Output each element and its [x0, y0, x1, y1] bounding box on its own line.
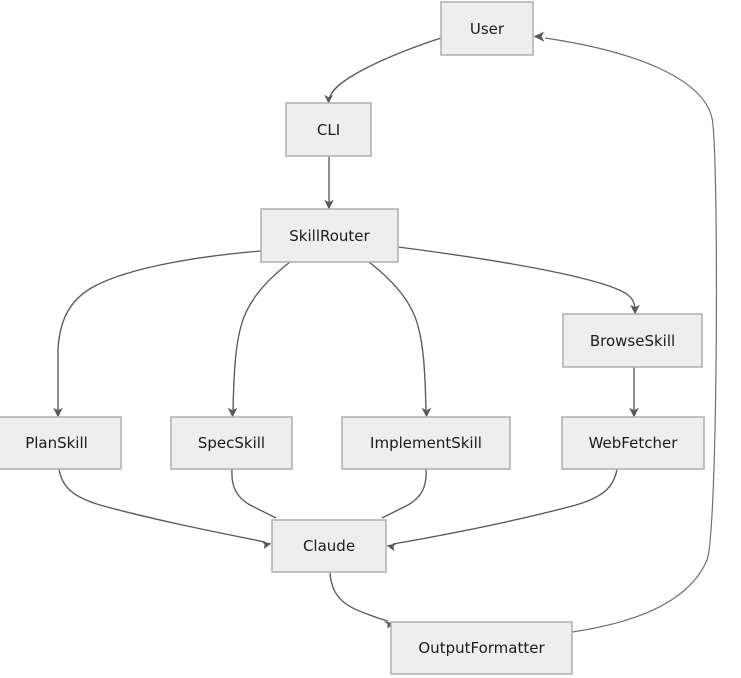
arrowhead-icon [533, 31, 545, 42]
arrowhead-icon [227, 407, 238, 418]
arrowhead-icon [261, 541, 272, 549]
node-claude-box[interactable] [271, 519, 387, 573]
edge-planskill-to-claude [58, 468, 272, 549]
edge-cli-to-skillrouter [324, 156, 334, 210]
node-user-box[interactable] [440, 1, 534, 56]
edge-outputformatter-to-user [533, 31, 718, 633]
edge-user-to-cli [324, 37, 442, 104]
arrowhead-icon [421, 407, 432, 418]
node-outputformatter-box[interactable] [390, 621, 573, 675]
node-skillrouter-box[interactable] [260, 208, 399, 263]
edge-implementskill-to-claude [376, 468, 427, 527]
edge-skillrouter-to-browseskill [397, 246, 640, 315]
edge-skillrouter-to-implementskill [368, 261, 432, 418]
arrowhead-icon [53, 407, 63, 418]
node-webfetcher[interactable]: WebFetcher [561, 416, 705, 470]
node-browseskill[interactable]: BrowseSkill [562, 313, 703, 368]
node-layer: User CLI SkillRouter BrowseSkill PlanSki… [0, 1, 705, 675]
arrowhead-icon [324, 94, 334, 104]
node-browseskill-box[interactable] [562, 313, 703, 368]
arrowhead-icon [324, 199, 334, 210]
edge-claude-to-outputformatter [329, 571, 394, 629]
node-planskill-box[interactable] [0, 416, 122, 470]
edge-webfetcher-to-claude [386, 468, 618, 551]
node-implementskill[interactable]: ImplementSkill [341, 416, 511, 470]
node-skillrouter[interactable]: SkillRouter [260, 208, 399, 263]
node-implementskill-box[interactable] [341, 416, 511, 470]
node-planskill[interactable]: PlanSkill [0, 416, 122, 470]
edge-browseskill-to-webfetcher [629, 367, 639, 418]
node-cli-box[interactable] [285, 102, 372, 157]
node-specskill[interactable]: SpecSkill [170, 416, 293, 470]
node-user[interactable]: User [440, 1, 534, 56]
node-claude[interactable]: Claude [271, 519, 387, 573]
edge-skillrouter-to-planskill [53, 250, 262, 418]
arrowhead-icon [629, 407, 639, 418]
arrowhead-icon [630, 304, 640, 315]
node-cli[interactable]: CLI [285, 102, 372, 157]
node-outputformatter[interactable]: OutputFormatter [390, 621, 573, 675]
arrowhead-icon [386, 543, 397, 551]
node-webfetcher-box[interactable] [561, 416, 705, 470]
node-specskill-box[interactable] [170, 416, 293, 470]
edge-specskill-to-claude [231, 468, 282, 527]
edge-skillrouter-to-specskill [227, 261, 291, 418]
